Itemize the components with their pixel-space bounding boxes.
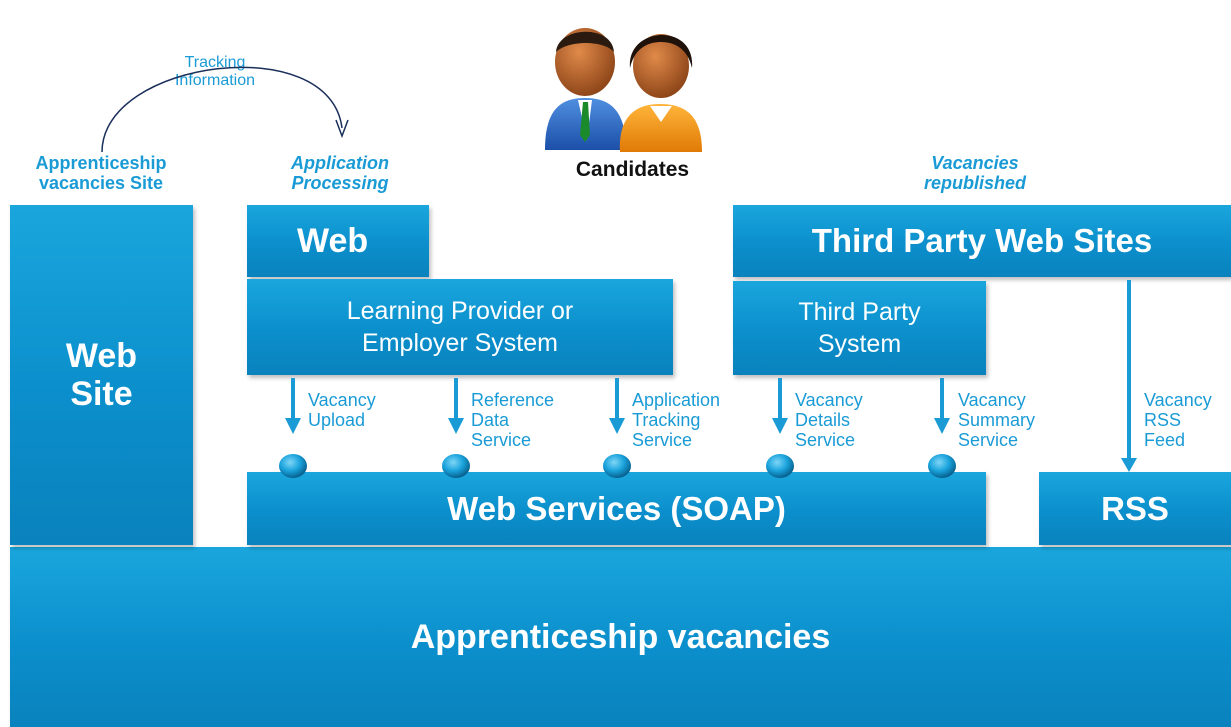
third-party-system-label: Third Party System — [798, 298, 921, 358]
rss-label: RSS — [1101, 489, 1169, 527]
service-label-application-tracking: Application Tracking Service — [632, 390, 721, 450]
service-label-vacancy-summary: Vacancy Summary Service — [958, 390, 1036, 450]
web-site-box: Web Site — [10, 205, 193, 545]
tracking-information-label: Tracking Information — [174, 54, 256, 89]
learning-provider-box: Learning Provider or Employer System — [247, 279, 673, 375]
rss-feed-label: Vacancy RSS Feed — [1144, 390, 1212, 450]
tracking-arc — [101, 66, 349, 153]
apprenticeship-site-header: Apprenticeship vacancies Site — [6, 153, 196, 193]
candidates-label: Candidates — [575, 158, 690, 181]
web-box: Web — [247, 205, 429, 277]
arrow-vacancy-details — [772, 378, 788, 434]
third-party-web-sites-label: Third Party Web Sites — [811, 222, 1153, 259]
service-node — [442, 454, 470, 478]
people-icon — [545, 28, 702, 152]
application-processing-header-text: Application Processing — [291, 153, 389, 193]
third-party-system-box: Third Party System — [733, 281, 986, 375]
learning-provider-label: Learning Provider or Employer System — [346, 297, 574, 357]
service-label-vacancy-details: Vacancy Details Service — [795, 390, 863, 450]
service-node — [603, 454, 631, 478]
arrow-rss-feed — [1121, 280, 1137, 472]
service-node — [928, 454, 956, 478]
service-node — [766, 454, 794, 478]
service-label-reference-data: Reference Data Service — [471, 390, 555, 450]
apprenticeship-vacancies-box: Apprenticeship vacancies — [10, 547, 1231, 727]
web-site-label: Web Site — [65, 337, 138, 413]
apprenticeship-site-header-text: Apprenticeship vacancies Site — [35, 153, 167, 193]
arrow-vacancy-summary — [934, 378, 950, 434]
arrow-application-tracking — [609, 378, 625, 434]
service-node — [279, 454, 307, 478]
rss-box: RSS — [1039, 472, 1231, 545]
apprenticeship-vacancies-label: Apprenticeship vacancies — [410, 617, 831, 656]
arrow-reference-data — [448, 378, 464, 434]
arrow-vacancy-upload — [285, 378, 301, 434]
web-label: Web — [297, 221, 369, 260]
web-services-soap-box: Web Services (SOAP) — [247, 472, 986, 545]
vacancies-republished-header: Vacancies republished — [880, 153, 1070, 193]
third-party-web-sites-box: Third Party Web Sites — [733, 205, 1231, 277]
service-label-vacancy-upload: Vacancy Upload — [308, 390, 376, 430]
vacancies-republished-header-text: Vacancies republished — [923, 153, 1026, 193]
application-processing-header: Application Processing — [250, 153, 430, 193]
web-services-soap-label: Web Services (SOAP) — [447, 489, 786, 527]
